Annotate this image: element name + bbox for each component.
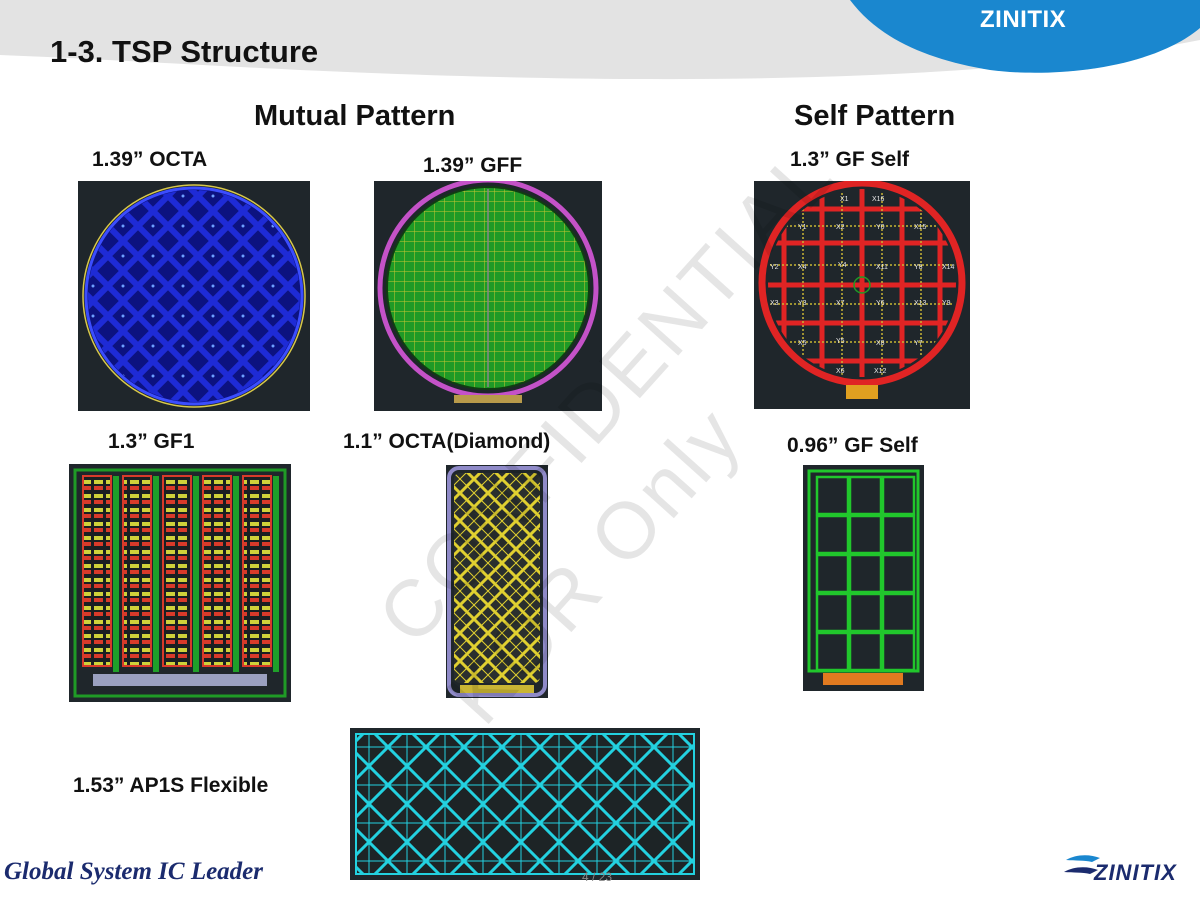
ap1s-153-flexible-pattern-image xyxy=(350,728,700,880)
page-title: 1-3. TSP Structure xyxy=(50,34,319,69)
label-096-gf-self: 0.96” GF Self xyxy=(787,434,918,457)
channel-label: Y1 xyxy=(798,224,807,231)
label-11-octa-diamond: 1.1” OCTA(Diamond) xyxy=(343,430,551,453)
logo-wordmark: ZINITIX xyxy=(1094,860,1177,885)
channel-label: X6 xyxy=(836,368,845,375)
channel-label: X11 xyxy=(876,264,888,271)
label-13-gf-self: 1.3” GF Self xyxy=(790,148,910,171)
footer-tagline: Global System IC Leader xyxy=(4,858,264,885)
section-mutual-pattern: Mutual Pattern xyxy=(254,100,456,132)
octa-139-pattern-image xyxy=(78,181,310,411)
channel-label: Y5 xyxy=(836,338,845,345)
channel-label: Y3 xyxy=(798,300,807,307)
channel-label: Y6 xyxy=(876,300,885,307)
channel-label: X15 xyxy=(914,224,927,231)
octa-diamond-11-pattern-image xyxy=(446,465,548,698)
gf-self-096-pattern-image xyxy=(803,465,924,691)
channel-label: Y8 xyxy=(914,264,923,271)
channel-label: X8 xyxy=(876,340,885,347)
channel-label: X3 xyxy=(770,300,779,307)
zinitix-swoosh-icon xyxy=(1064,855,1100,874)
channel-label: X13 xyxy=(914,300,927,307)
channel-label: X5 xyxy=(798,340,807,347)
channel-label: Y0 xyxy=(876,224,885,231)
channel-label: X1 xyxy=(840,196,849,203)
channel-label: Y4 xyxy=(838,262,847,269)
channel-label: Y9 xyxy=(942,300,951,307)
channel-label: X2 xyxy=(836,224,845,231)
section-self-pattern: Self Pattern xyxy=(794,100,956,132)
header-swoosh xyxy=(0,0,1200,80)
gf1-13-pattern-image xyxy=(69,464,291,702)
channel-label: X14 xyxy=(942,264,955,271)
channel-label: X4 xyxy=(798,264,807,271)
label-153-ap1s-flexible: 1.53” AP1S Flexible xyxy=(73,774,269,797)
label-13-gf1: 1.3” GF1 xyxy=(108,430,195,453)
channel-label: X16 xyxy=(872,196,885,203)
channel-label: Y7 xyxy=(914,340,923,347)
channel-label: Y2 xyxy=(770,264,779,271)
page-number: 4 / 23 xyxy=(582,870,613,884)
channel-label: X7 xyxy=(836,300,845,307)
label-139-octa: 1.39” OCTA xyxy=(92,148,208,171)
header-brand: ZINITIX xyxy=(980,6,1067,33)
label-139-gff: 1.39” GFF xyxy=(423,154,523,177)
zinitix-logo: ZINITIX xyxy=(1062,846,1188,890)
channel-label: X12 xyxy=(874,368,887,375)
gff-139-pattern-image xyxy=(374,181,602,411)
